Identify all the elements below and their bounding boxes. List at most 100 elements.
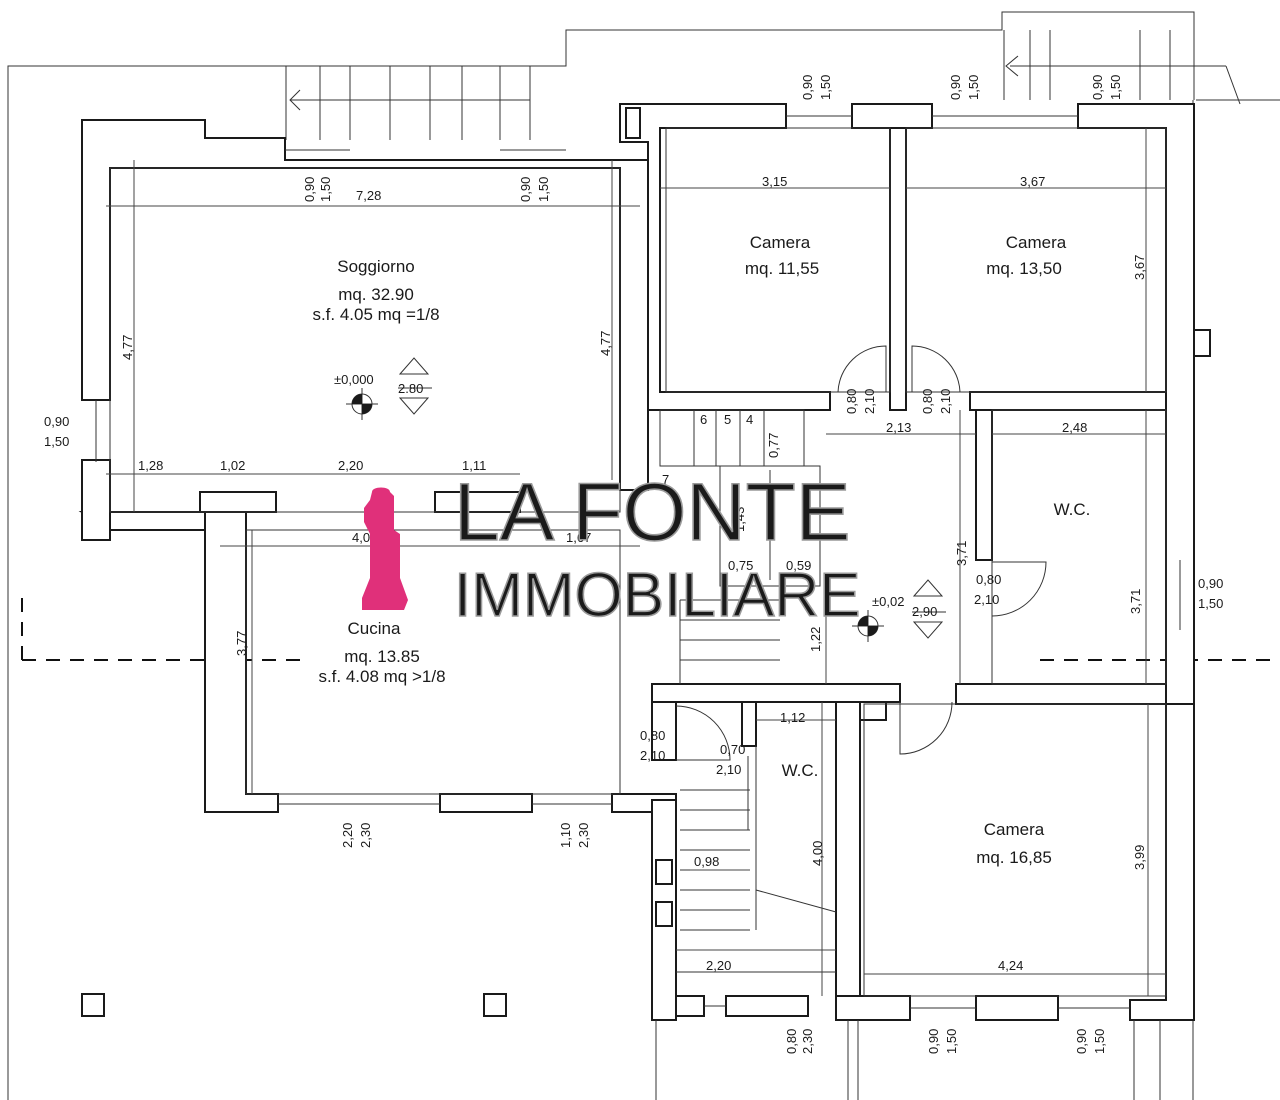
svg-text:0,90: 0,90 — [1198, 576, 1223, 591]
room-ratio: s.f. 4.08 mq >1/8 — [318, 667, 445, 686]
svg-text:2,20: 2,20 — [340, 823, 355, 848]
room-wc-2: W.C. — [782, 761, 819, 780]
section-line — [21, 598, 1280, 661]
dim-label: 2,20 — [706, 958, 731, 973]
svg-text:1,50: 1,50 — [536, 177, 551, 202]
room-name: Cucina — [348, 619, 401, 638]
svg-text:2,10: 2,10 — [974, 592, 999, 607]
room-camera-2: Camera mq. 13,50 — [986, 233, 1067, 278]
dim-label: 3,67 — [1132, 255, 1147, 280]
dimension-lines — [106, 128, 1166, 996]
room-soggiorno: Soggiorno mq. 32.90 s.f. 4.05 mq =1/8 — [312, 257, 439, 324]
svg-text:7: 7 — [662, 472, 669, 487]
level-elevation-hall: ±0,02 — [872, 594, 904, 609]
room-camera-1: Camera mq. 11,55 — [745, 233, 819, 278]
dim-label: 4,00 — [810, 841, 825, 866]
dim-label: 4,24 — [998, 958, 1023, 973]
dim-label: 1,11 — [462, 458, 486, 473]
dim-label: 3,71 — [1128, 589, 1143, 614]
svg-text:2,30: 2,30 — [358, 823, 373, 848]
dim-label: 4,77 — [120, 335, 135, 360]
room-name: W.C. — [1054, 500, 1091, 519]
svg-text:6: 6 — [700, 412, 707, 427]
svg-text:0,90: 0,90 — [1090, 75, 1105, 100]
svg-text:0,80: 0,80 — [784, 1029, 799, 1054]
svg-text:1,50: 1,50 — [1092, 1029, 1107, 1054]
room-cucina: Cucina mq. 13.85 s.f. 4.08 mq >1/8 — [318, 619, 445, 686]
svg-text:0,80: 0,80 — [920, 389, 935, 414]
room-area: mq. 16,85 — [976, 848, 1052, 867]
dim-label: 2,48 — [1062, 420, 1087, 435]
dim-label: 4,77 — [598, 331, 613, 356]
watermark-line1: LA FONTE — [454, 467, 850, 558]
dim-label: 3,99 — [1132, 845, 1147, 870]
watermark-line2: IMMOBILIARE — [454, 561, 861, 630]
room-camera-3: Camera mq. 16,85 — [976, 820, 1052, 867]
svg-text:0,90: 0,90 — [800, 75, 815, 100]
watermark-logo — [362, 487, 408, 610]
room-name: Camera — [750, 233, 811, 252]
svg-text:2,10: 2,10 — [640, 748, 665, 763]
svg-text:2,30: 2,30 — [800, 1029, 815, 1054]
walls — [78, 103, 1211, 1021]
svg-text:1,50: 1,50 — [44, 434, 69, 449]
room-name: Soggiorno — [337, 257, 415, 276]
room-area: mq. 13,50 — [986, 259, 1062, 278]
svg-text:1,50: 1,50 — [944, 1029, 959, 1054]
dim-label: 0,77 — [766, 433, 781, 458]
dim-label: 1,43 — [732, 507, 747, 532]
dim-label: 3,71 — [954, 541, 969, 566]
svg-text:0,70: 0,70 — [720, 742, 745, 757]
svg-text:2,30: 2,30 — [576, 823, 591, 848]
room-ratio: s.f. 4.05 mq =1/8 — [312, 305, 439, 324]
svg-text:2,10: 2,10 — [862, 389, 877, 414]
room-name: Camera — [984, 820, 1045, 839]
inner-lines — [95, 115, 1181, 1100]
svg-text:5: 5 — [724, 412, 731, 427]
svg-text:1,50: 1,50 — [1108, 75, 1123, 100]
svg-text:0,80: 0,80 — [844, 389, 859, 414]
room-area: mq. 13.85 — [344, 647, 420, 666]
level-elevation: ±0,000 — [334, 372, 374, 387]
vertical-dimensions: 4,77 4,77 3,67 3,77 3,71 3,71 1,22 4,00 … — [120, 255, 1147, 870]
dim-label: 2,20 — [338, 458, 363, 473]
room-name: W.C. — [782, 761, 819, 780]
room-area: mq. 32.90 — [338, 285, 414, 304]
svg-text:4: 4 — [746, 412, 753, 427]
top-stairs — [285, 30, 1241, 140]
svg-text:0,90: 0,90 — [1074, 1029, 1089, 1054]
svg-text:0,80: 0,80 — [640, 728, 665, 743]
dim-label: 1,12 — [780, 710, 805, 725]
level-height-hall: 2,90 — [912, 604, 937, 619]
horizontal-dimensions: 7,28 3,15 3,67 1,28 1,02 2,20 1,11 4,03 … — [138, 174, 1087, 973]
svg-text:0,90: 0,90 — [926, 1029, 941, 1054]
level-marker-hall — [852, 579, 946, 642]
dim-label: 0,75 — [728, 558, 753, 573]
dim-label: 1,28 — [138, 458, 163, 473]
level-marker-main — [346, 357, 432, 420]
room-wc-1: W.C. — [1054, 500, 1091, 519]
dim-label: 0,59 — [786, 558, 811, 573]
svg-text:0,80: 0,80 — [976, 572, 1001, 587]
svg-text:2,10: 2,10 — [938, 389, 953, 414]
svg-text:1,50: 1,50 — [318, 177, 333, 202]
svg-text:0,90: 0,90 — [302, 177, 317, 202]
room-area: mq. 11,55 — [745, 259, 819, 278]
dim-label: 1,67 — [566, 530, 591, 545]
dim-label: 3,77 — [234, 631, 249, 656]
dim-label: 0,98 — [694, 854, 719, 869]
dim-label: 3,67 — [1020, 174, 1045, 189]
svg-text:0,90: 0,90 — [518, 177, 533, 202]
svg-text:0,90: 0,90 — [948, 75, 963, 100]
opening-dimensions: 0,90 1,50 0,90 1,50 0,90 1,50 0,90 1,50 … — [44, 75, 1223, 1054]
svg-text:1,50: 1,50 — [966, 75, 981, 100]
dim-label: 3,15 — [762, 174, 787, 189]
dim-label: 7,28 — [356, 188, 381, 203]
dim-label: 1,22 — [808, 627, 823, 652]
svg-text:2,10: 2,10 — [716, 762, 741, 777]
room-name: Camera — [1006, 233, 1067, 252]
svg-text:1,50: 1,50 — [818, 75, 833, 100]
dim-label: 2,13 — [886, 420, 911, 435]
watermark: LA FONTE IMMOBILIARE — [362, 466, 861, 631]
